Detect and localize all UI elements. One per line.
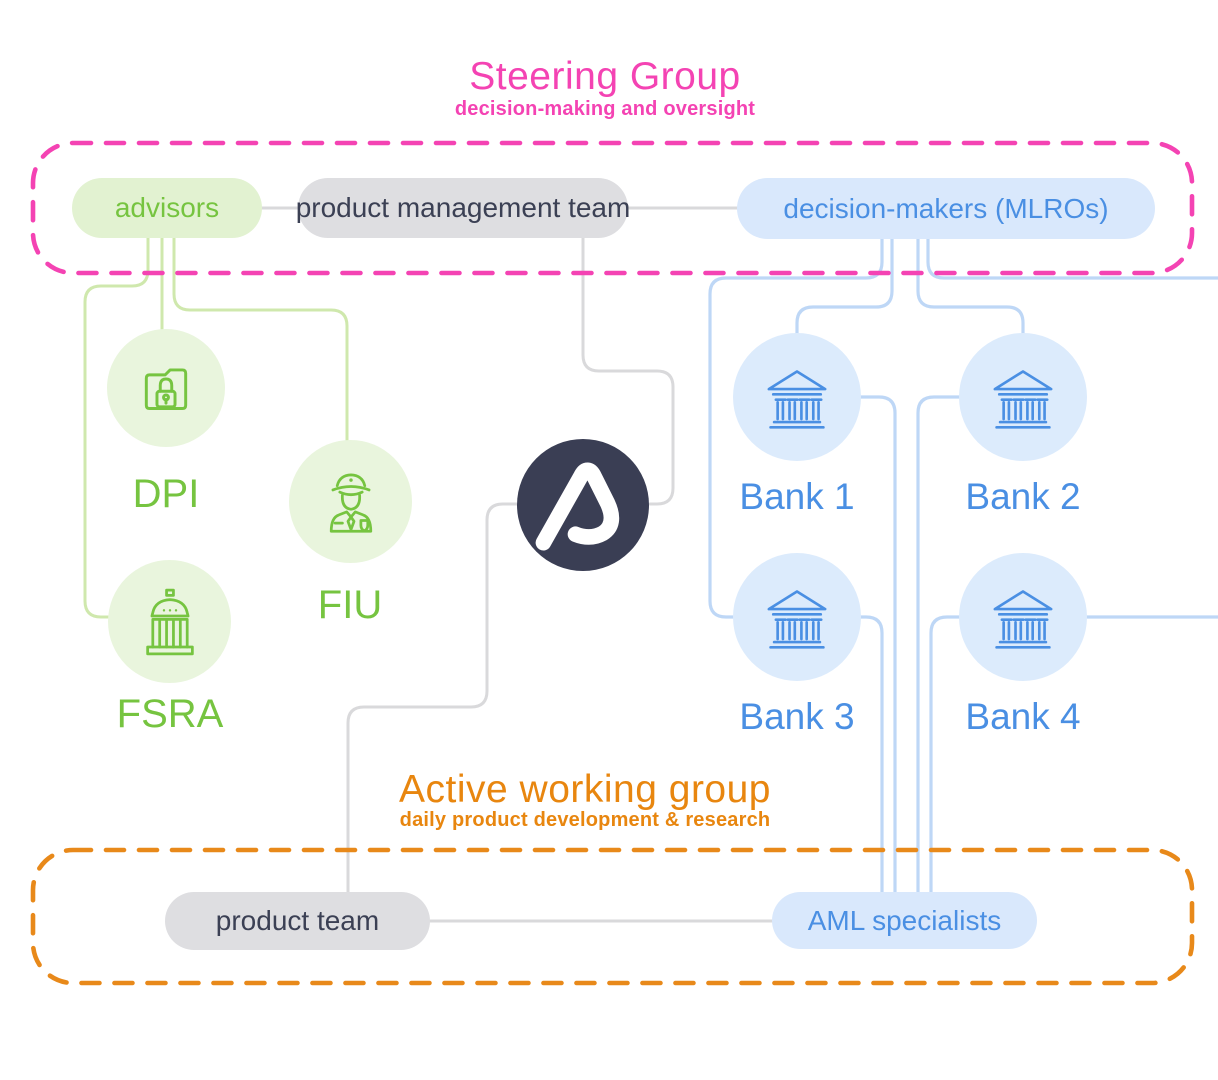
bank-building-icon bbox=[767, 590, 827, 649]
folder-lock-icon bbox=[144, 368, 188, 410]
connector-bank1-aml bbox=[858, 395, 897, 894]
aml-specialists-label: AML specialists bbox=[807, 904, 1002, 936]
active-working-group-subtitle: daily product development & research bbox=[399, 809, 771, 831]
decision-makers-pill: decision-makers (MLROs) bbox=[737, 178, 1155, 239]
active-working-group-title: Active working group bbox=[398, 768, 772, 811]
bank1-node-circle bbox=[733, 333, 861, 461]
company-logo bbox=[517, 439, 649, 571]
fiu-node-circle bbox=[289, 440, 412, 563]
fsra-node-circle bbox=[108, 560, 231, 683]
steering-group-title: Steering Group bbox=[469, 55, 741, 98]
fsra-label: FSRA bbox=[116, 692, 224, 736]
product-management-team-pill: product management team bbox=[295, 178, 631, 238]
advisors-pill: advisors bbox=[72, 178, 262, 238]
police-officer-icon bbox=[329, 473, 372, 533]
product-team-label: product team bbox=[215, 905, 380, 936]
connector-bank3-aml bbox=[858, 615, 884, 894]
product-management-team-label: product management team bbox=[295, 192, 631, 223]
bank4-node-circle bbox=[959, 553, 1087, 681]
bank2-label: Bank 2 bbox=[965, 476, 1081, 517]
connector-logo-productteam bbox=[346, 502, 519, 894]
connector-dm-bank2 bbox=[916, 236, 1025, 336]
connector-bank4-aml bbox=[929, 615, 962, 894]
steering-group-subtitle: decision-making and oversight bbox=[454, 98, 756, 120]
bank4-label: Bank 4 bbox=[965, 696, 1081, 737]
bank3-node-circle bbox=[733, 553, 861, 681]
connector-bank2-aml bbox=[916, 395, 962, 894]
company-logo-glyph bbox=[535, 462, 620, 551]
bank-building-icon bbox=[993, 370, 1053, 429]
product-team-pill: product team bbox=[165, 892, 430, 950]
decision-makers-label: decision-makers (MLROs) bbox=[783, 192, 1109, 224]
bank1-label: Bank 1 bbox=[739, 476, 855, 517]
bank2-node-circle bbox=[959, 333, 1087, 461]
fiu-label: FIU bbox=[317, 583, 383, 627]
bank3-label: Bank 3 bbox=[739, 696, 855, 737]
connector-dm-bank1 bbox=[795, 236, 894, 336]
aml-specialists-pill: AML specialists bbox=[772, 892, 1037, 949]
dpi-label: DPI bbox=[132, 472, 200, 516]
bank-building-icon bbox=[767, 370, 827, 429]
advisors-label: advisors bbox=[114, 192, 220, 223]
government-building-icon bbox=[145, 588, 194, 655]
bank-building-icon bbox=[993, 590, 1053, 649]
dpi-node-circle bbox=[107, 329, 225, 447]
